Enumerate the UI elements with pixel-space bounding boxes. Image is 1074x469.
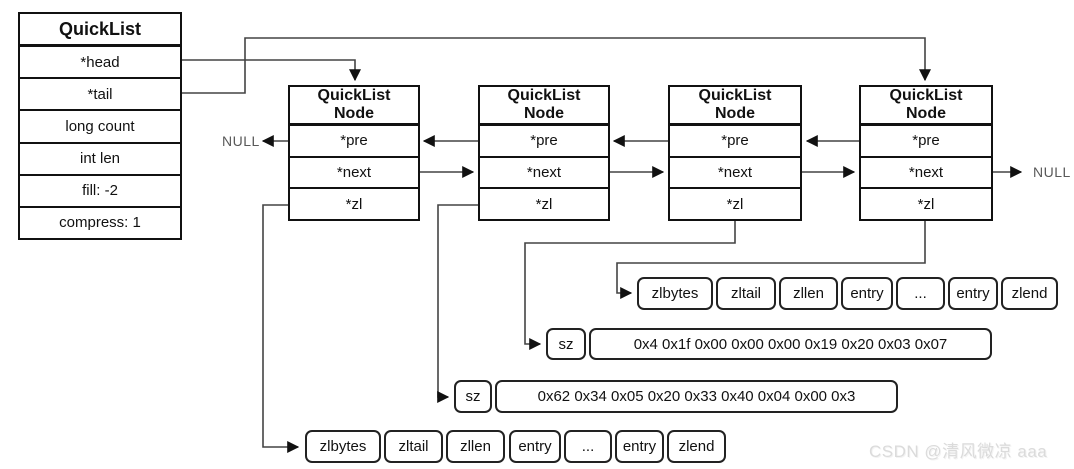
- ziplist-cell-zlbytes: zlbytes: [305, 430, 381, 463]
- node-field-next: *next: [290, 155, 418, 188]
- node-field-zl: *zl: [290, 187, 418, 219]
- sz-value: 0x62 0x34 0x05 0x20 0x33 0x40 0x04 0x00 …: [495, 380, 898, 413]
- arrow-node3-zl: [524, 221, 736, 350]
- arrow-tail-to-node4: [182, 37, 931, 94]
- node-field-next: *next: [480, 155, 608, 188]
- ziplist-cell-zltail: zltail: [716, 277, 776, 310]
- node-title: QuickList Node: [290, 87, 418, 126]
- ziplist-cell-zllen: zllen: [446, 430, 505, 463]
- quicklist-field-tail: *tail: [20, 77, 180, 109]
- quicklist-node-3: QuickList Node *pre *next *zl: [668, 85, 802, 221]
- ziplist-cell-entry: entry: [509, 430, 561, 463]
- ziplist-cell-zllen: zllen: [779, 277, 838, 310]
- arrow-node2-zl: [437, 204, 478, 403]
- quicklist-box: QuickList *head *tail long count int len…: [18, 12, 182, 240]
- ziplist-cell-entry: entry: [841, 277, 893, 310]
- node-field-pre: *pre: [530, 132, 558, 150]
- node-field-pre: *pre: [340, 132, 368, 150]
- node-field-pre: *pre: [912, 132, 940, 150]
- null-label-right: NULL: [1033, 164, 1071, 180]
- quicklist-title: QuickList: [20, 14, 180, 47]
- ziplist-cell-ellipsis: ...: [896, 277, 945, 310]
- quicklist-node-2: QuickList Node *pre *next *zl: [478, 85, 610, 221]
- quicklist-field-count: long count: [20, 109, 180, 141]
- ziplist-cell-zltail: zltail: [384, 430, 443, 463]
- quicklist-field-len: int len: [20, 141, 180, 174]
- null-label-left: NULL: [222, 133, 260, 149]
- quicklist-field-fill: fill: -2: [20, 173, 180, 206]
- node-title: QuickList Node: [670, 87, 800, 126]
- ziplist-cell-ellipsis: ...: [564, 430, 612, 463]
- ziplist-cell-entry: entry: [948, 277, 998, 310]
- arrow-node1-zl: [262, 204, 300, 453]
- quicklist-node-1: QuickList Node *pre *next *zl: [288, 85, 420, 221]
- node-field-next: *next: [670, 155, 800, 188]
- arrow-head-to-node1: [182, 59, 361, 82]
- node-field-pre: *pre: [721, 132, 749, 150]
- quicklist-node-4: QuickList Node *pre *next *zl: [859, 85, 993, 221]
- watermark: CSDN @清风微凉 aaa: [869, 442, 1048, 461]
- node-field-zl: *zl: [480, 187, 608, 219]
- ziplist-cell-zlbytes: zlbytes: [637, 277, 713, 310]
- node-field-zl: *zl: [670, 187, 800, 219]
- sz-label: sz: [454, 380, 492, 413]
- node-field-next: *next: [861, 155, 991, 188]
- sz-label: sz: [546, 328, 586, 360]
- arrow-node4-zl: [616, 221, 926, 299]
- ziplist-cell-zlend: zlend: [1001, 277, 1058, 310]
- sz-value: 0x4 0x1f 0x00 0x00 0x00 0x19 0x20 0x03 0…: [589, 328, 992, 360]
- node-title: QuickList Node: [861, 87, 991, 126]
- node-title: QuickList Node: [480, 87, 608, 126]
- ziplist-cell-zlend: zlend: [667, 430, 726, 463]
- quicklist-field-compress: compress: 1: [20, 205, 180, 238]
- quicklist-field-head: *head: [80, 53, 120, 71]
- node-field-zl: *zl: [861, 187, 991, 219]
- ziplist-cell-entry: entry: [615, 430, 664, 463]
